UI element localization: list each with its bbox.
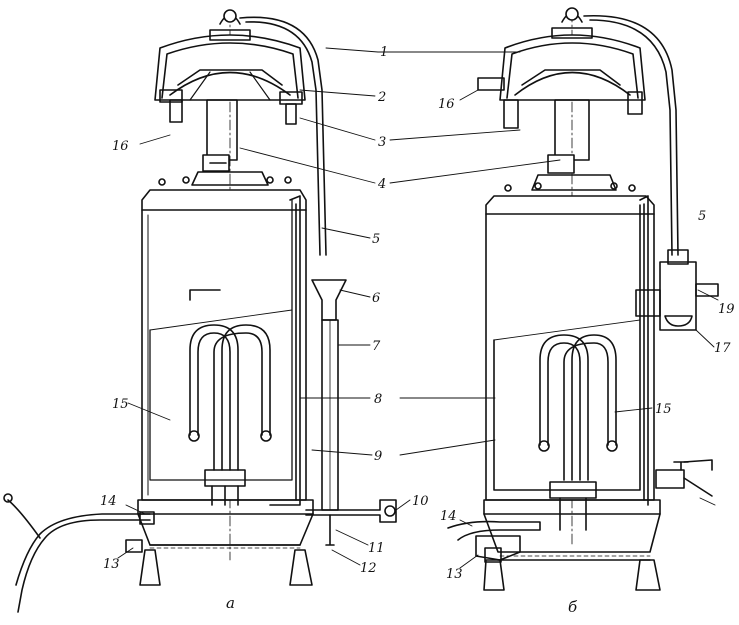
view-a-funnel-gauge (305, 279, 397, 546)
label-5-view-b: 5 (698, 209, 706, 224)
label-3: 3 (378, 135, 386, 150)
caption-view-b: б (568, 598, 578, 616)
view-a-boiler (141, 176, 307, 506)
view-b-level-tank (635, 249, 719, 331)
view-b-apparatus (447, 7, 719, 591)
view-a-steam-tube (191, 99, 269, 186)
view-b-overflow-pipe (583, 14, 679, 256)
view-a-base (137, 499, 314, 586)
view-a-overflow-pipe (239, 16, 327, 256)
leader-lines (117, 47, 719, 569)
view-b-steam-tube (531, 99, 617, 191)
label-8: 8 (374, 392, 382, 407)
view-b-base (483, 499, 661, 591)
label-16-view-a: 16 (112, 139, 129, 154)
view-b-condenser (477, 7, 646, 129)
label-4: 4 (377, 177, 386, 192)
label-13-view-a: 13 (103, 557, 120, 572)
view-a-cord (3, 493, 155, 613)
label-17: 17 (714, 341, 731, 356)
label-14-view-b: 14 (440, 509, 457, 524)
label-12: 12 (360, 561, 377, 576)
label-15-view-a: 15 (112, 397, 129, 412)
label-16-view-b: 16 (438, 97, 455, 112)
label-19: 19 (718, 302, 735, 317)
view-b-drain-cock (655, 459, 713, 497)
label-14-view-a: 14 (100, 494, 117, 509)
label-10: 10 (412, 494, 429, 509)
label-13-view-b: 13 (446, 567, 463, 582)
label-1: 1 (380, 45, 388, 60)
view-a-condenser (154, 9, 306, 125)
label-9: 9 (374, 449, 382, 464)
label-2: 2 (377, 90, 386, 105)
view-a-apparatus (3, 9, 397, 613)
view-a-heating-element (188, 324, 272, 506)
label-6: 6 (372, 291, 380, 306)
label-5-view-a: 5 (372, 232, 380, 247)
caption-view-a: а (226, 594, 235, 612)
view-b-connector (447, 520, 541, 563)
label-11: 11 (368, 541, 385, 556)
label-7: 7 (372, 339, 381, 354)
label-15-view-b: 15 (655, 402, 672, 417)
